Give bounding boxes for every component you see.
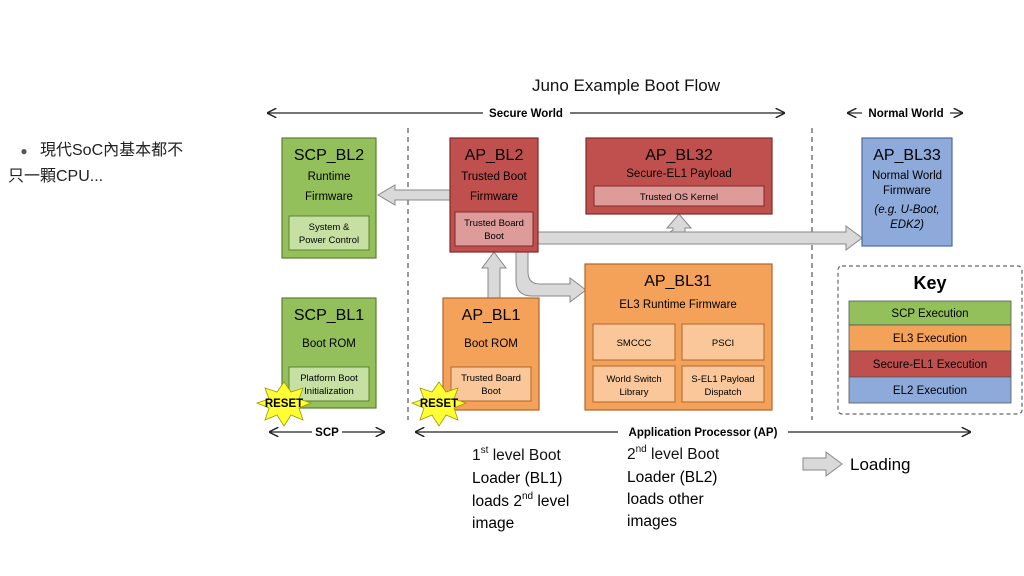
ap-bl2-sub-box: [454, 211, 534, 247]
note2-line1: 2nd level Boot: [627, 444, 720, 463]
note1-line4: image: [472, 515, 514, 532]
scp-bl1-sub1: Platform Boot: [300, 373, 358, 384]
ap-bl1-sub2: Boot: [481, 386, 501, 397]
key-el3-swatch: [848, 324, 1012, 352]
ap-bl2-sub1: Trusted Board: [464, 218, 524, 229]
note1-sup: st: [481, 445, 489, 456]
note1-line1: 1st level Boot: [472, 445, 561, 464]
arrow-bl2-to-bl32: [665, 213, 693, 233]
secure-world-label: Secure World: [489, 108, 563, 120]
ap-bl1-sub1: Trusted Board: [461, 373, 521, 384]
scp-bl2-sub1: System &: [309, 222, 350, 233]
arrow-bl2-to-bl33: [537, 225, 863, 251]
bullet-text: ● 現代SoC內基本都不 只一顆CPU...: [8, 138, 248, 190]
sel1-dispatch-line2: Dispatch: [705, 387, 742, 398]
scp-bl1-sub-box: [288, 366, 370, 402]
ap-bl1-line1: Boot ROM: [464, 338, 518, 350]
ap-bl1-sub-box: [450, 366, 532, 402]
note2-num: 2: [627, 446, 636, 463]
smccc-box: [592, 323, 676, 361]
loading-arrow-icon: [802, 451, 843, 477]
ap-bl33-box: [861, 137, 953, 247]
reset-label-ap: RESET: [420, 398, 458, 410]
note1-line3: loads 2nd level: [472, 491, 569, 510]
ap-bl33-line2: Firmware: [883, 185, 931, 197]
psci-label: PSCI: [712, 338, 734, 349]
ap-bl1-title: AP_BL1: [462, 307, 521, 324]
note2-sup: nd: [636, 444, 647, 455]
diagram-title: Juno Example Boot Flow: [532, 76, 721, 95]
loading-label: Loading: [850, 455, 911, 474]
normal-world-label: Normal World: [868, 108, 943, 120]
reset-starburst-ap: [410, 381, 468, 427]
ap-bl2-line2: Firmware: [470, 191, 518, 203]
ap-span-label: Application Processor (AP): [629, 427, 778, 439]
note1-rest: level Boot: [488, 447, 561, 464]
scp-bl2-title: SCP_BL2: [294, 147, 364, 164]
key-el2-swatch: [848, 376, 1012, 404]
note2-line3: loads other: [627, 491, 704, 508]
ap-bl33-line3: (e.g. U-Boot,: [874, 204, 939, 216]
note2-line2: Loader (BL2): [627, 469, 717, 486]
world-switch-line1: World Switch: [606, 374, 661, 385]
scp-bl1-sub2: Initialization: [304, 386, 354, 397]
key-box: [837, 265, 1023, 415]
key-sel1-swatch: [848, 350, 1012, 378]
world-switch-line2: Library: [619, 387, 648, 398]
scp-bl2-line2: Firmware: [305, 191, 353, 203]
scp-bl2-sub2: Power Control: [299, 235, 359, 246]
ap-bl33-line4: EDK2): [890, 219, 924, 231]
sel1-dispatch-box: [681, 365, 765, 403]
scp-bl1-line1: Boot ROM: [302, 338, 356, 350]
note1-line2: Loader (BL1): [472, 470, 562, 487]
arrow-bl1-to-bl2: [481, 251, 507, 299]
note1-l3sup: nd: [522, 491, 533, 502]
key-el2-label: EL2 Execution: [893, 385, 967, 397]
ap-bl33-line1: Normal World: [872, 170, 942, 182]
note1-num: 1: [472, 447, 481, 464]
key-scp-label: SCP Execution: [891, 308, 968, 320]
note1-l3b: level: [533, 493, 569, 510]
psci-box: [681, 323, 765, 361]
ap-bl2-title: AP_BL2: [465, 147, 524, 164]
note2-rest: level Boot: [647, 446, 720, 463]
ap-bl32-sub-box: [593, 185, 765, 207]
key-el3-label: EL3 Execution: [893, 333, 967, 345]
ap-bl31-title: AP_BL31: [644, 273, 712, 290]
bullet-line-2: 只一顆CPU...: [8, 168, 104, 185]
scp-bl2-sub-box: [288, 215, 370, 251]
bullet-marker: ●: [20, 144, 28, 158]
key-title: Key: [913, 273, 946, 293]
reset-label-scp: RESET: [265, 398, 303, 410]
ap-bl2-sub2: Boot: [484, 231, 504, 242]
ap-bl31-line1: EL3 Runtime Firmware: [619, 299, 737, 311]
ap-bl32-line1: Secure-EL1 Payload: [626, 168, 731, 180]
ap-bl32-title: AP_BL32: [645, 147, 713, 164]
arrow-bl2-to-bl31: [515, 251, 587, 303]
world-switch-box: [592, 365, 676, 403]
scp-bl2-line1: Runtime: [308, 171, 351, 183]
scp-bl1-title: SCP_BL1: [294, 307, 364, 324]
key-scp-swatch: [848, 300, 1012, 326]
key-sel1-label: Secure-EL1 Execution: [873, 359, 987, 371]
note2-line4: images: [627, 513, 677, 530]
reset-starburst-scp: [255, 381, 313, 427]
ap-bl2-line1: Trusted Boot: [461, 171, 527, 183]
arrow-bl2-to-scp-bl2: [377, 184, 451, 206]
note1-l3a: loads 2: [472, 493, 522, 510]
sel1-dispatch-line1: S-EL1 Payload: [691, 374, 754, 385]
ap-bl33-title: AP_BL33: [873, 147, 941, 164]
smccc-label: SMCCC: [617, 338, 652, 349]
ap-bl32-sub1: Trusted OS Kernel: [640, 192, 718, 203]
bullet-line-1: 現代SoC內基本都不: [40, 142, 184, 159]
scp-span-label: SCP: [315, 427, 339, 439]
